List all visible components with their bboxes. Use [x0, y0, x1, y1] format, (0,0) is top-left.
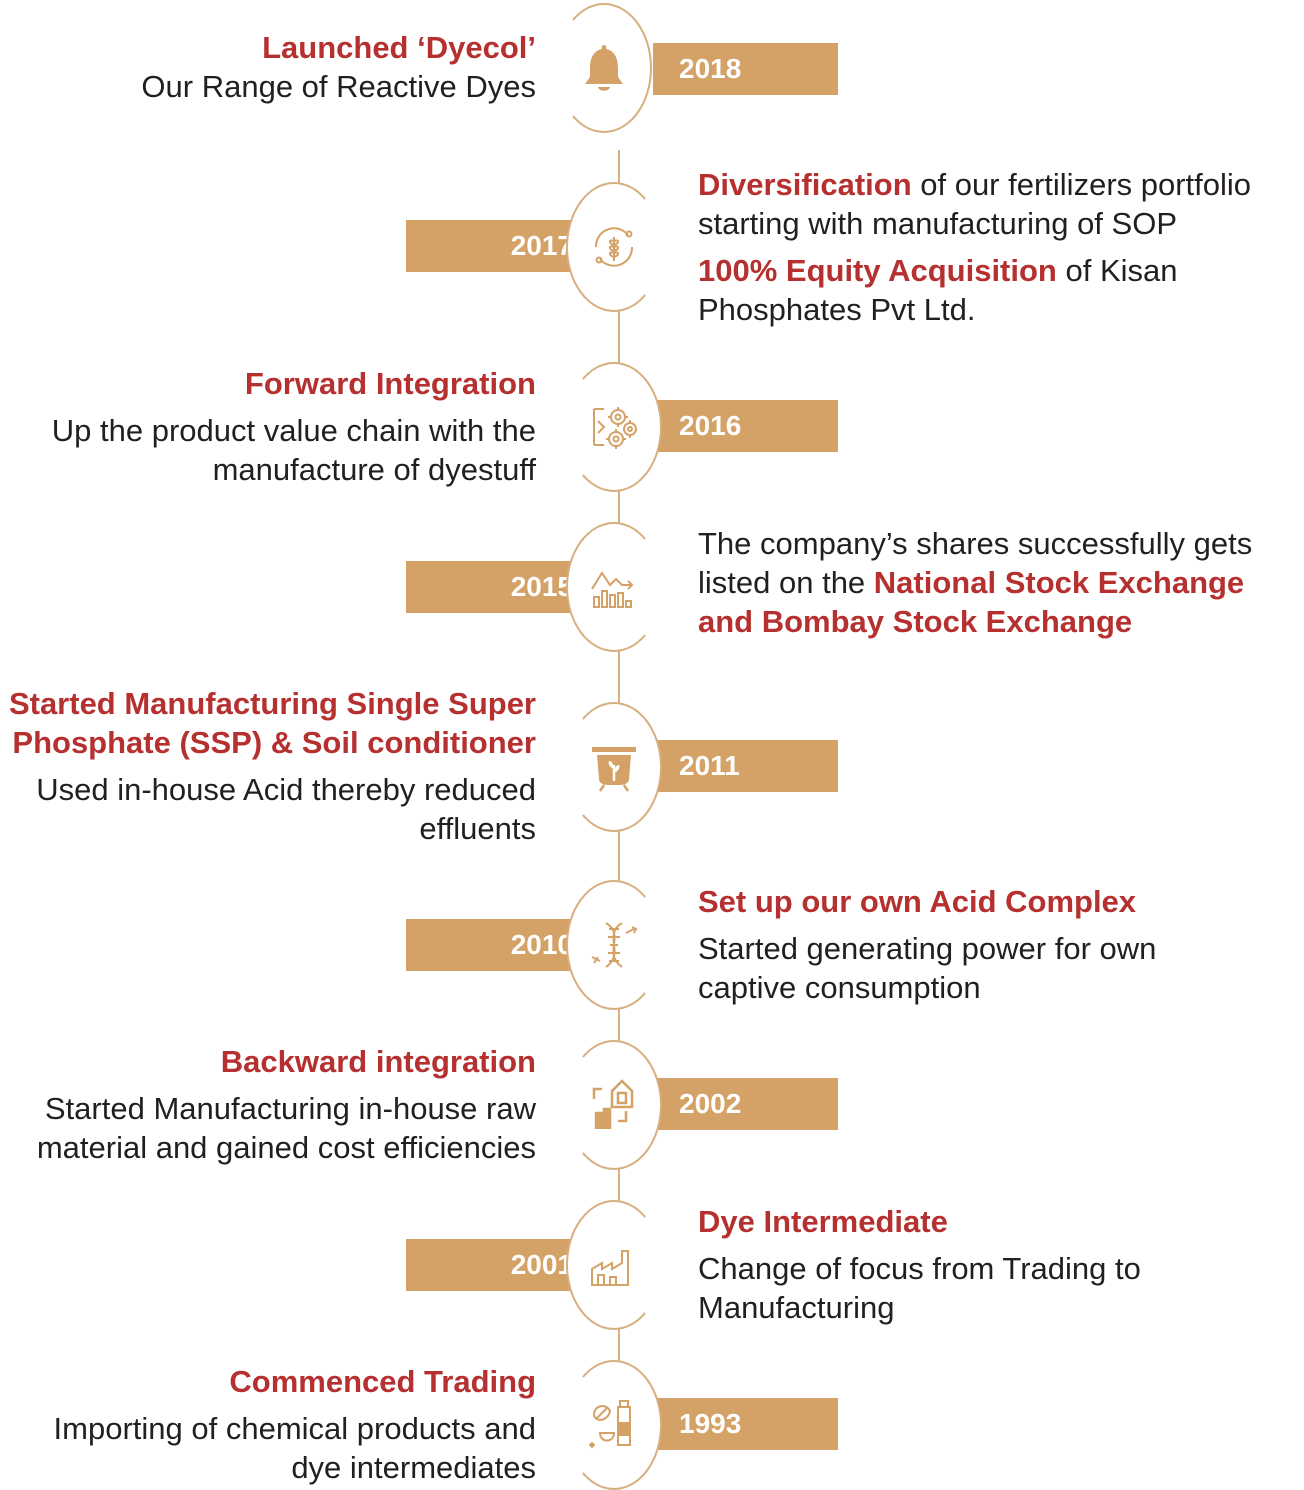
- milestone-2015-text: The company’s shares successfully gets l…: [698, 524, 1252, 641]
- milestone-line: dye intermediates: [291, 1450, 536, 1485]
- year-badge-2001: 2001: [406, 1239, 591, 1291]
- milestone-title: Started Manufacturing Single Super: [8, 686, 536, 721]
- milestone-line: Started generating power for own: [698, 931, 1157, 966]
- milestone-2016-text: Forward Integration Up the product value…: [52, 364, 536, 489]
- milestone-line: effluents: [419, 811, 536, 846]
- milestone-line: Importing of chemical products and: [53, 1411, 536, 1446]
- milestone-2001-text: Dye Intermediate Change of focus from Tr…: [698, 1202, 1141, 1327]
- stock-chart-icon: [591, 571, 634, 608]
- factory-icon: [591, 1250, 629, 1286]
- highlight-acquisition: 100% Equity Acquisition: [698, 253, 1057, 288]
- year-badge-2017: 2017: [406, 220, 591, 272]
- milestone-line: Started Manufacturing in-house raw: [44, 1091, 536, 1126]
- year-badge-2018: 2018: [653, 43, 838, 95]
- highlight-nse: National Stock Exchange: [873, 565, 1245, 600]
- milestone-line: The company’s shares successfully gets: [698, 526, 1253, 561]
- wheat-cycle-icon: [594, 227, 634, 267]
- milestone-2010-circle: [566, 880, 662, 1010]
- milestone-line: Diversification of our fertilizers portf…: [698, 165, 1251, 204]
- milestone-line: Change of focus from Trading to: [698, 1251, 1141, 1286]
- highlight-diversification: Diversification: [698, 167, 912, 202]
- milestone-description: Our Range of Reactive Dyes: [141, 69, 536, 104]
- plant-presentation-icon: [592, 747, 636, 792]
- milestone-line: captive consumption: [698, 970, 981, 1005]
- line-start: listed on the: [698, 565, 874, 600]
- year-badge-2016: 2016: [653, 400, 838, 452]
- milestone-1993-text: Commenced Trading Importing of chemical …: [54, 1362, 536, 1487]
- milestone-2018-text: Launched ‘Dyecol’ Our Range of Reactive …: [141, 28, 536, 106]
- milestone-line: Phosphates Pvt Ltd.: [698, 292, 976, 327]
- milestone-line: manufacture of dyestuff: [212, 452, 536, 487]
- milestone-line: material and gained cost efficiencies: [36, 1130, 536, 1165]
- spacer: [698, 1241, 1141, 1249]
- milestone-title: Dye Intermediate: [698, 1204, 948, 1239]
- milestone-2011-circle: [566, 702, 662, 832]
- bell-icon: [585, 45, 623, 91]
- milestone-line: Used in-house Acid thereby reduced: [36, 772, 536, 807]
- milestone-title: Commenced Trading: [229, 1364, 536, 1399]
- spacer: [52, 403, 536, 411]
- milestone-2018-circle: [556, 3, 652, 133]
- spacer: [9, 762, 536, 770]
- milestone-line: listed on the National Stock Exchange: [698, 563, 1252, 602]
- spacer: [698, 243, 1251, 251]
- milestone-2002-text: Backward integration Started Manufacturi…: [37, 1042, 536, 1167]
- milestone-line: 100% Equity Acquisition of Kisan: [698, 251, 1251, 290]
- buildings-transfer-icon: [592, 1079, 634, 1129]
- milestone-2017-text: Diversification of our fertilizers portf…: [698, 165, 1251, 329]
- milestone-title: Launched ‘Dyecol’: [262, 30, 536, 65]
- year-badge-2002: 2002: [653, 1078, 838, 1130]
- milestone-2015-circle: [566, 522, 662, 652]
- milestone-2001-circle: [566, 1200, 662, 1330]
- milestone-title: Phosphate (SSP) & Soil conditioner: [12, 725, 536, 760]
- milestone-2010-text: Set up our own Acid Complex Started gene…: [698, 882, 1156, 1007]
- year-badge-2015: 2015: [406, 561, 591, 613]
- year-badge-1993: 1993: [653, 1398, 838, 1450]
- milestone-title: Set up our own Acid Complex: [698, 884, 1137, 919]
- milestone-title: Backward integration: [220, 1044, 536, 1079]
- line-rest: of Kisan: [1056, 253, 1178, 288]
- chemicals-icon: [588, 1400, 631, 1449]
- milestone-line: Manufacturing: [698, 1290, 895, 1325]
- dna-icon: [591, 922, 638, 968]
- year-badge-2011: 2011: [653, 740, 838, 792]
- milestone-2016-circle: [566, 362, 662, 492]
- milestone-2002-circle: [566, 1040, 662, 1170]
- milestone-1993-circle: [566, 1360, 662, 1490]
- milestone-line: starting with manufacturing of SOP: [698, 206, 1178, 241]
- spacer: [54, 1401, 536, 1409]
- spacer: [698, 921, 1156, 929]
- gears-icon: [593, 407, 637, 449]
- milestone-line: Up the product value chain with the: [51, 413, 536, 448]
- line-rest: of our fertilizers portfolio: [911, 167, 1252, 202]
- milestone-title: Forward Integration: [244, 366, 536, 401]
- milestone-2011-text: Started Manufacturing Single Super Phosp…: [9, 684, 536, 848]
- spacer: [37, 1081, 536, 1089]
- year-badge-2010: 2010: [406, 919, 591, 971]
- milestone-2017-circle: [566, 182, 662, 312]
- highlight-bse: and Bombay Stock Exchange: [698, 604, 1133, 639]
